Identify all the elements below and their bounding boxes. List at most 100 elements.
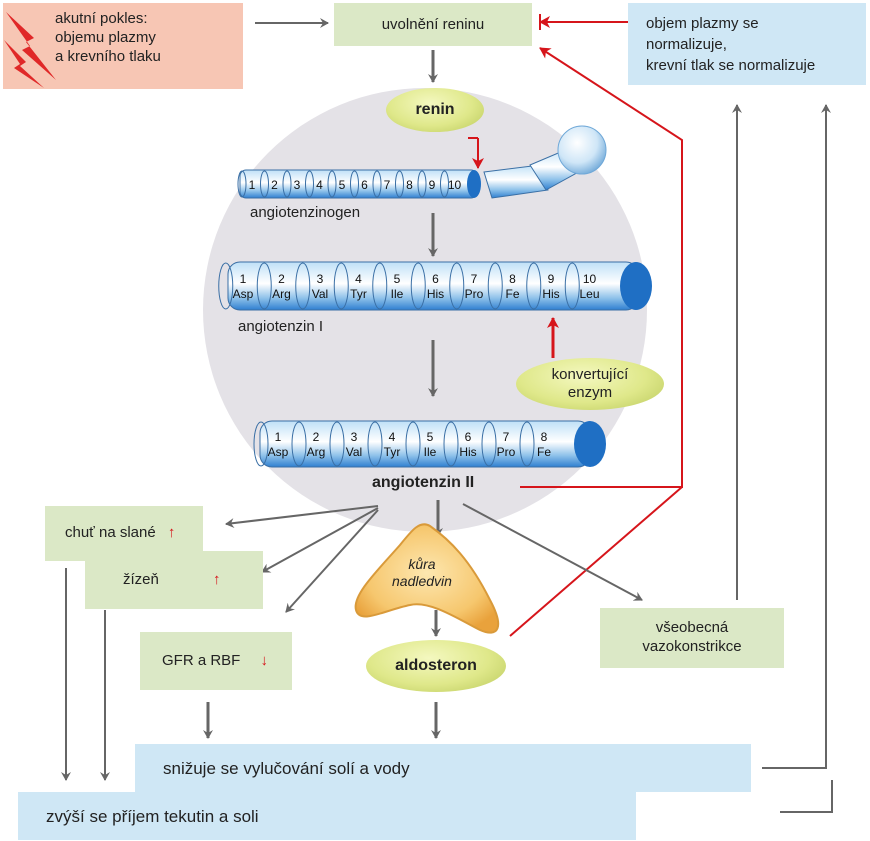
svg-text:1: 1 xyxy=(275,430,282,444)
angiotensin2-label: angiotenzin II xyxy=(372,474,475,491)
svg-text:3: 3 xyxy=(317,272,324,286)
svg-text:5: 5 xyxy=(427,430,434,444)
angiotensinogen-chain: 1234567891011121314 xyxy=(237,125,607,199)
angiotensinogen-segment: 6 xyxy=(350,170,368,198)
increase-arrow-icon: ↑ xyxy=(213,571,221,588)
reduce-excretion-box: snižuje se vylučování solí a vody xyxy=(135,744,751,792)
thirst-box: žízeň ↑ xyxy=(85,551,263,609)
salt-taste-text: chuť na slané xyxy=(65,524,156,541)
lower-arrows xyxy=(61,104,833,813)
peptide-segment: 8Fe xyxy=(487,262,520,310)
svg-text:Arg: Arg xyxy=(272,287,291,301)
gfr-text: GFR a RBF xyxy=(162,652,241,669)
angiotensinogen-segment: 10 xyxy=(440,170,462,198)
svg-text:3: 3 xyxy=(294,178,301,192)
increase-intake-box: zvýší se příjem tekutin a soli xyxy=(18,792,636,840)
lightning-icon xyxy=(4,12,56,88)
svg-text:1: 1 xyxy=(249,178,256,192)
angiotensinogen-segment: 1 xyxy=(237,170,256,198)
feedback-lines xyxy=(509,14,683,637)
svg-text:Tyr: Tyr xyxy=(384,445,401,459)
svg-text:7: 7 xyxy=(503,430,510,444)
svg-text:Val: Val xyxy=(346,445,362,459)
decrease-arrow-icon: ↓ xyxy=(260,652,269,669)
svg-text:8: 8 xyxy=(406,178,413,192)
svg-text:6: 6 xyxy=(361,178,368,192)
peptide-segment: 8Fe xyxy=(519,421,551,467)
adrenal-cortex-label: kůra nadledvin xyxy=(392,556,452,589)
vasoconstriction-box: všeobecná vazokonstrikce xyxy=(600,608,784,668)
svg-text:10: 10 xyxy=(583,272,597,286)
renin-release-box: uvolnění reninu xyxy=(334,3,532,46)
svg-text:Tyr: Tyr xyxy=(350,287,367,301)
svg-text:2: 2 xyxy=(278,272,285,286)
angiotensinogen-segment: 9 xyxy=(417,170,436,198)
svg-text:8: 8 xyxy=(541,430,548,444)
angiotensinogen-label: angiotenzinogen xyxy=(250,204,361,221)
svg-text:7: 7 xyxy=(471,272,478,286)
angiotensinogen-segment: 5 xyxy=(327,170,346,198)
normalize-box: objem plazmy se normalizuje, krevní tlak… xyxy=(628,3,866,85)
acute-drop-box: akutní pokles: objemu plazmy a krevního … xyxy=(3,3,243,89)
svg-text:9: 9 xyxy=(548,272,555,286)
svg-text:9: 9 xyxy=(429,178,436,192)
increase-arrow-icon: ↑ xyxy=(167,524,176,541)
angiotensinogen-segment: 3 xyxy=(282,170,301,198)
svg-text:4: 4 xyxy=(389,430,396,444)
svg-text:Pro: Pro xyxy=(497,445,516,459)
svg-text:1: 1 xyxy=(240,272,247,286)
aldosterone-oval: aldosteron xyxy=(366,640,506,692)
svg-text:10: 10 xyxy=(448,178,462,192)
svg-text:2: 2 xyxy=(313,430,320,444)
svg-text:6: 6 xyxy=(432,272,439,286)
renin-oval: renin xyxy=(386,88,484,132)
svg-text:His: His xyxy=(427,287,444,301)
svg-text:Asp: Asp xyxy=(268,445,289,459)
svg-text:8: 8 xyxy=(509,272,516,286)
svg-text:Fe: Fe xyxy=(505,287,519,301)
angiotensinogen-segment: 4 xyxy=(305,170,323,198)
svg-text:5: 5 xyxy=(394,272,401,286)
svg-text:5: 5 xyxy=(339,178,346,192)
svg-text:His: His xyxy=(542,287,559,301)
svg-text:Val: Val xyxy=(312,287,328,301)
svg-text:4: 4 xyxy=(316,178,323,192)
angiotensinogen-segment: 2 xyxy=(260,170,278,198)
converting-enzyme-oval: konvertující enzym xyxy=(516,358,664,410)
thirst-text: žízeň xyxy=(123,571,159,588)
svg-text:2: 2 xyxy=(271,178,278,192)
svg-text:3: 3 xyxy=(351,430,358,444)
angiotensinogen-segment: 8 xyxy=(395,170,413,198)
gfr-box: GFR a RBF ↓ xyxy=(140,632,292,690)
adrenal-gland-shape xyxy=(354,523,500,634)
svg-text:Arg: Arg xyxy=(307,445,326,459)
svg-text:His: His xyxy=(459,445,476,459)
angiotensin1-label: angiotenzin I xyxy=(238,318,324,335)
angiotensinogen-segment: 7 xyxy=(372,170,391,198)
svg-text:Ile: Ile xyxy=(391,287,404,301)
svg-text:Asp: Asp xyxy=(233,287,254,301)
svg-text:4: 4 xyxy=(355,272,362,286)
svg-text:6: 6 xyxy=(465,430,472,444)
svg-text:Fe: Fe xyxy=(537,445,551,459)
svg-text:7: 7 xyxy=(384,178,391,192)
svg-text:Pro: Pro xyxy=(465,287,484,301)
